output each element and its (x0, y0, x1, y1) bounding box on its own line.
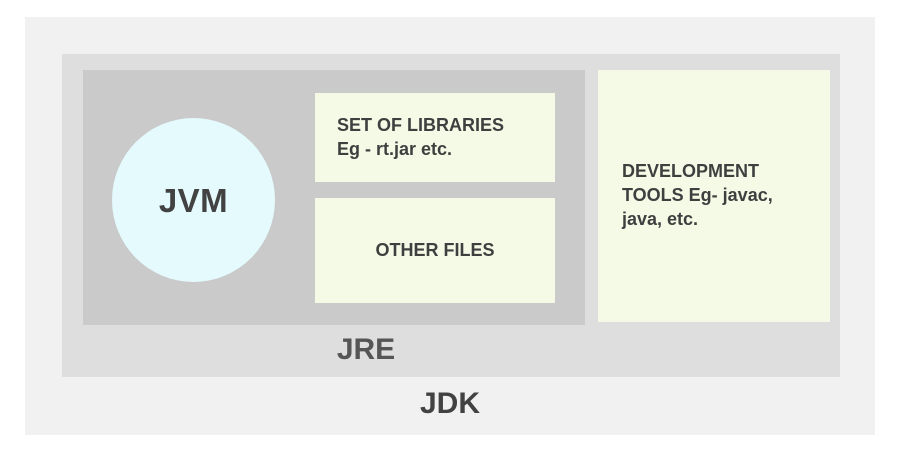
development-tools-panel: DEVELOPMENT TOOLS Eg- javac, java, etc. (598, 70, 830, 322)
jvm-ellipse: JVM (112, 118, 275, 282)
set-of-libraries-title: SET OF LIBRARIES (337, 114, 505, 135)
jdk-container: JVM SET OF LIBRARIES Eg - rt.jar etc. OT… (25, 17, 875, 435)
jvm-label: JVM (158, 181, 229, 219)
other-files-label: OTHER FILES (375, 239, 495, 260)
development-tools-line-2: TOOLS Eg- javac, (622, 185, 773, 206)
development-tools-line-1: DEVELOPMENT (622, 161, 760, 182)
set-of-libraries-example: Eg - rt.jar etc. (337, 138, 453, 159)
development-tools-line-3: java, etc. (622, 208, 699, 229)
jdk-caption: JDK (419, 387, 480, 420)
jre-caption: JRE (336, 333, 396, 366)
jre-runtime-container: JVM SET OF LIBRARIES Eg - rt.jar etc. OT… (83, 70, 585, 325)
other-files-panel: OTHER FILES (315, 198, 555, 303)
set-of-libraries-panel: SET OF LIBRARIES Eg - rt.jar etc. (315, 93, 555, 182)
